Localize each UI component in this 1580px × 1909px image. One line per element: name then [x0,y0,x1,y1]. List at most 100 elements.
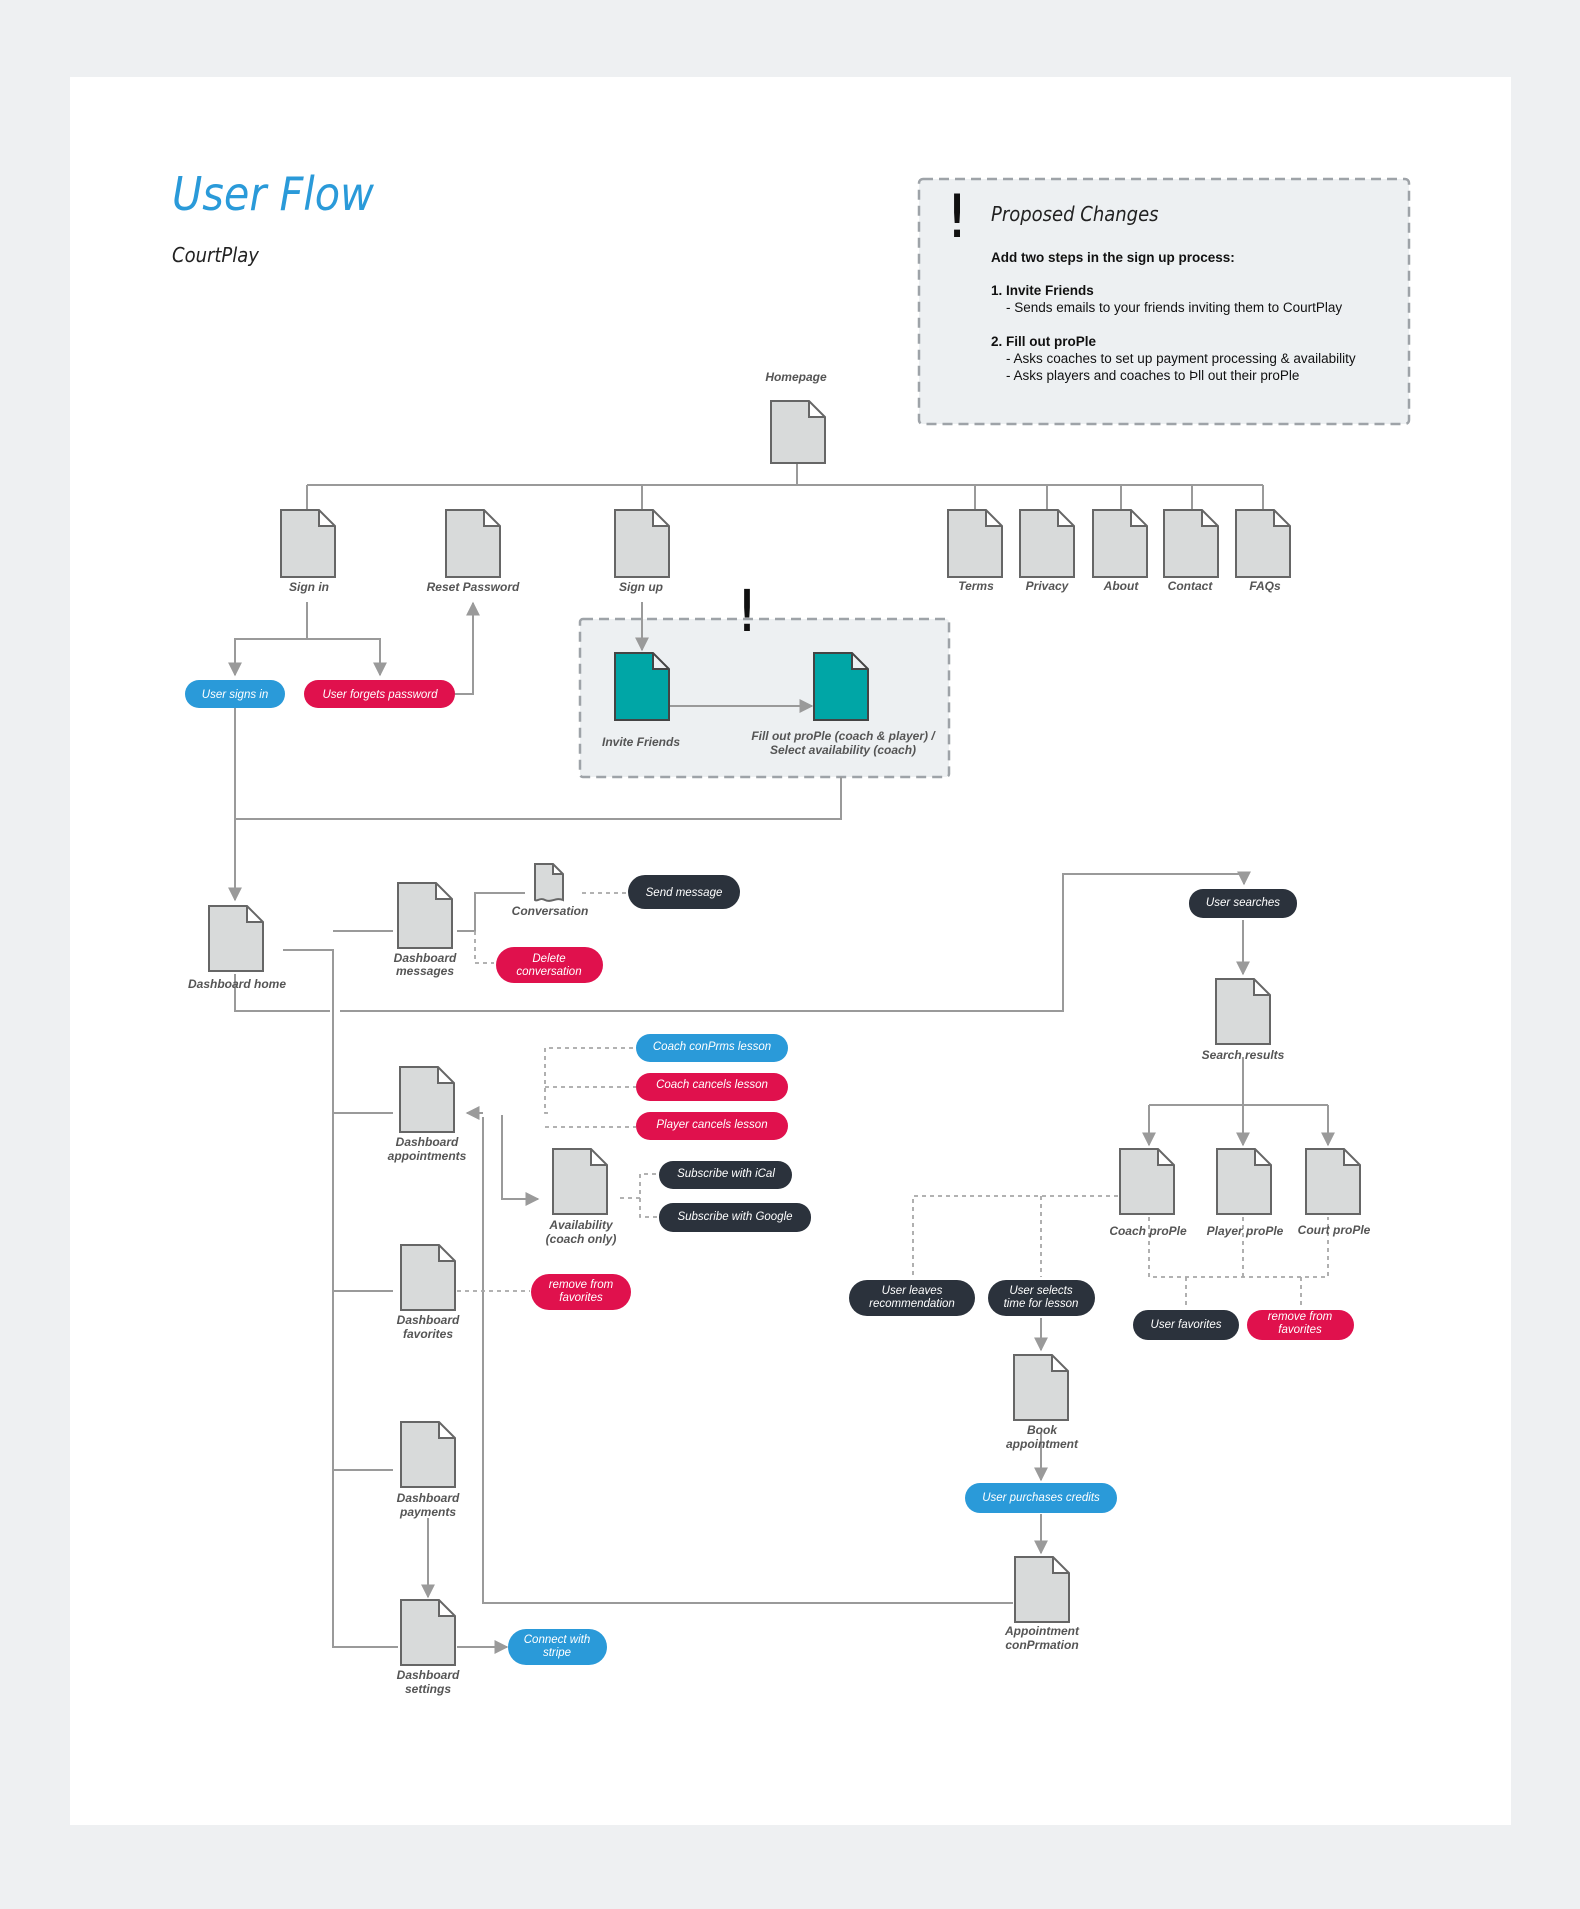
user-leaves-recommendation-text-2: recommendation [869,1298,955,1310]
faqs-page-icon [1235,509,1291,578]
action-pills: User signs in User forgets password Send… [185,680,1354,1665]
send-message-pill: Send message [628,875,740,909]
note-intro: Add two steps in the sign up process: [991,250,1235,265]
dashboard-settings-page-icon [400,1599,456,1666]
delete-conversation-text-2: conversation [516,966,581,978]
homepage-label: Homepage [765,370,827,384]
dashboard-appointments-page-icon [399,1066,455,1133]
user-signs-in-text: User signs in [202,689,268,701]
subscribe-ical-pill: Subscribe with iCal [659,1161,792,1189]
delete-conversation-pill: Delete conversation [496,947,603,983]
note-step2-line2: - Asks players and coaches to Þll out th… [1006,368,1299,383]
subscribe-google-text: Subscribe with Google [677,1211,792,1223]
fill-profile-label-2: Select availability (coach) [770,743,916,757]
teal-page-icons [614,652,869,721]
user-favorites-pill: User favorites [1133,1310,1239,1340]
dashboard-settings-label-2: settings [405,1682,451,1696]
player-cancels-lesson-pill: Player cancels lesson [636,1112,788,1140]
delete-conversation-text-1: Delete [532,953,565,965]
dashboard-payments-label-2: payments [399,1505,456,1519]
availability-page-icon [552,1148,608,1215]
availability-label-2: (coach only) [546,1232,617,1246]
page-labels: Homepage Sign in Reset Password Sign up … [188,370,1371,1696]
signup-page-icon [614,509,670,578]
terms-label: Terms [958,579,994,593]
connectors [228,463,1335,1654]
contact-label: Contact [1168,579,1214,593]
dashboard-messages-label-1: Dashboard [394,951,457,965]
coach-cancels-lesson-text: Coach cancels lesson [656,1079,768,1091]
user-purchases-credits-pill: User purchases credits [965,1483,1117,1513]
subscribe-ical-text: Subscribe with iCal [677,1168,775,1180]
user-selects-time-pill: User selects time for lesson [988,1280,1095,1316]
user-searches-pill: User searches [1189,889,1297,918]
remove-from-favorites-text-1: remove from [549,1279,614,1291]
note-step1-line1: - Sends emails to your friends inviting … [1006,300,1342,315]
dashboard-appointments-label-1: Dashboard [396,1135,459,1149]
dashboard-payments-label-1: Dashboard [397,1491,460,1505]
conversation-page-icon [534,863,564,902]
book-appointment-label-2: appointment [1006,1437,1079,1451]
dashboard-favorites-label-1: Dashboard [397,1313,460,1327]
book-appointment-page-icon [1013,1354,1069,1421]
fill-profile-label-1: Fill out proPle (coach & player) / [751,729,936,743]
invite-friends-label: Invite Friends [602,735,680,749]
page-subtitle: CourtPlay [172,243,259,267]
note-step2-line1: - Asks coaches to set up payment process… [1006,351,1356,366]
dashboard-home-page-icon [208,905,264,972]
user-forgets-password-text: User forgets password [322,689,438,701]
note-title: Proposed Changes [991,202,1159,226]
player-profile-label: Player proPle [1207,1224,1284,1238]
connect-stripe-text-2: stripe [543,1647,571,1659]
send-message-text: Send message [646,887,723,899]
user-leaves-recommendation-pill: User leaves recommendation [849,1280,975,1316]
conversation-label: Conversation [512,904,589,918]
signin-page-icon [280,509,336,578]
search-results-label: Search results [1202,1048,1285,1062]
user-selects-time-text-2: time for lesson [1004,1298,1079,1310]
coach-confirms-lesson-text: Coach conPrms lesson [653,1041,771,1053]
signin-label: Sign in [289,580,329,594]
connect-stripe-text-1: Connect with [524,1634,590,1646]
signup-label: Sign up [619,580,663,594]
user-selects-time-text-1: User selects [1009,1285,1073,1297]
signup-exclamation-mark: ! [735,577,758,645]
user-forgets-password-pill: User forgets password [304,680,455,708]
appointment-confirmation-page-icon [1014,1556,1070,1623]
dashboard-payments-page-icon [400,1421,456,1488]
reset-password-page-icon [445,509,501,578]
about-page-icon [1092,509,1148,578]
note-exclamation-mark: ! [945,182,969,252]
search-results-page-icon [1215,978,1271,1045]
fill-profile-page-icon [813,652,869,721]
dashboard-messages-page-icon [397,882,453,949]
invite-friends-page-icon [614,652,670,721]
user-leaves-recommendation-text-1: User leaves [882,1285,943,1297]
page-title: User Flow [172,167,374,221]
about-label: About [1103,579,1140,593]
court-profile-label: Court proPle [1298,1223,1371,1237]
proposed-changes-note: ! Proposed Changes Add two steps in the … [917,177,1411,426]
dotted-connectors [457,892,1329,1309]
court-profile-page-icon [1305,1148,1361,1215]
appointment-confirmation-label-1: Appointment [1004,1624,1080,1638]
player-profile-page-icon [1216,1148,1272,1215]
dashboard-appointments-label-2: appointments [388,1149,467,1163]
user-favorites-text: User favorites [1151,1319,1222,1331]
coach-confirms-lesson-pill: Coach conPrms lesson [636,1034,788,1062]
dashboard-settings-label-1: Dashboard [397,1668,460,1682]
dashboard-favorites-label-2: favorites [403,1327,453,1341]
dashboard-messages-label-2: messages [396,964,454,978]
contact-page-icon [1163,509,1219,578]
reset-password-label: Reset Password [427,580,520,594]
terms-page-icon [947,509,1003,578]
remove-from-favorites-2-text-2: favorites [1278,1324,1322,1336]
coach-profile-page-icon [1119,1148,1175,1215]
page-icons [208,400,1361,1666]
note-step2-title: 2. Fill out proPle [991,334,1096,349]
subscribe-google-pill: Subscribe with Google [659,1203,811,1232]
user-signs-in-pill: User signs in [185,680,285,708]
privacy-label: Privacy [1026,579,1070,593]
user-purchases-credits-text: User purchases credits [982,1492,1100,1504]
